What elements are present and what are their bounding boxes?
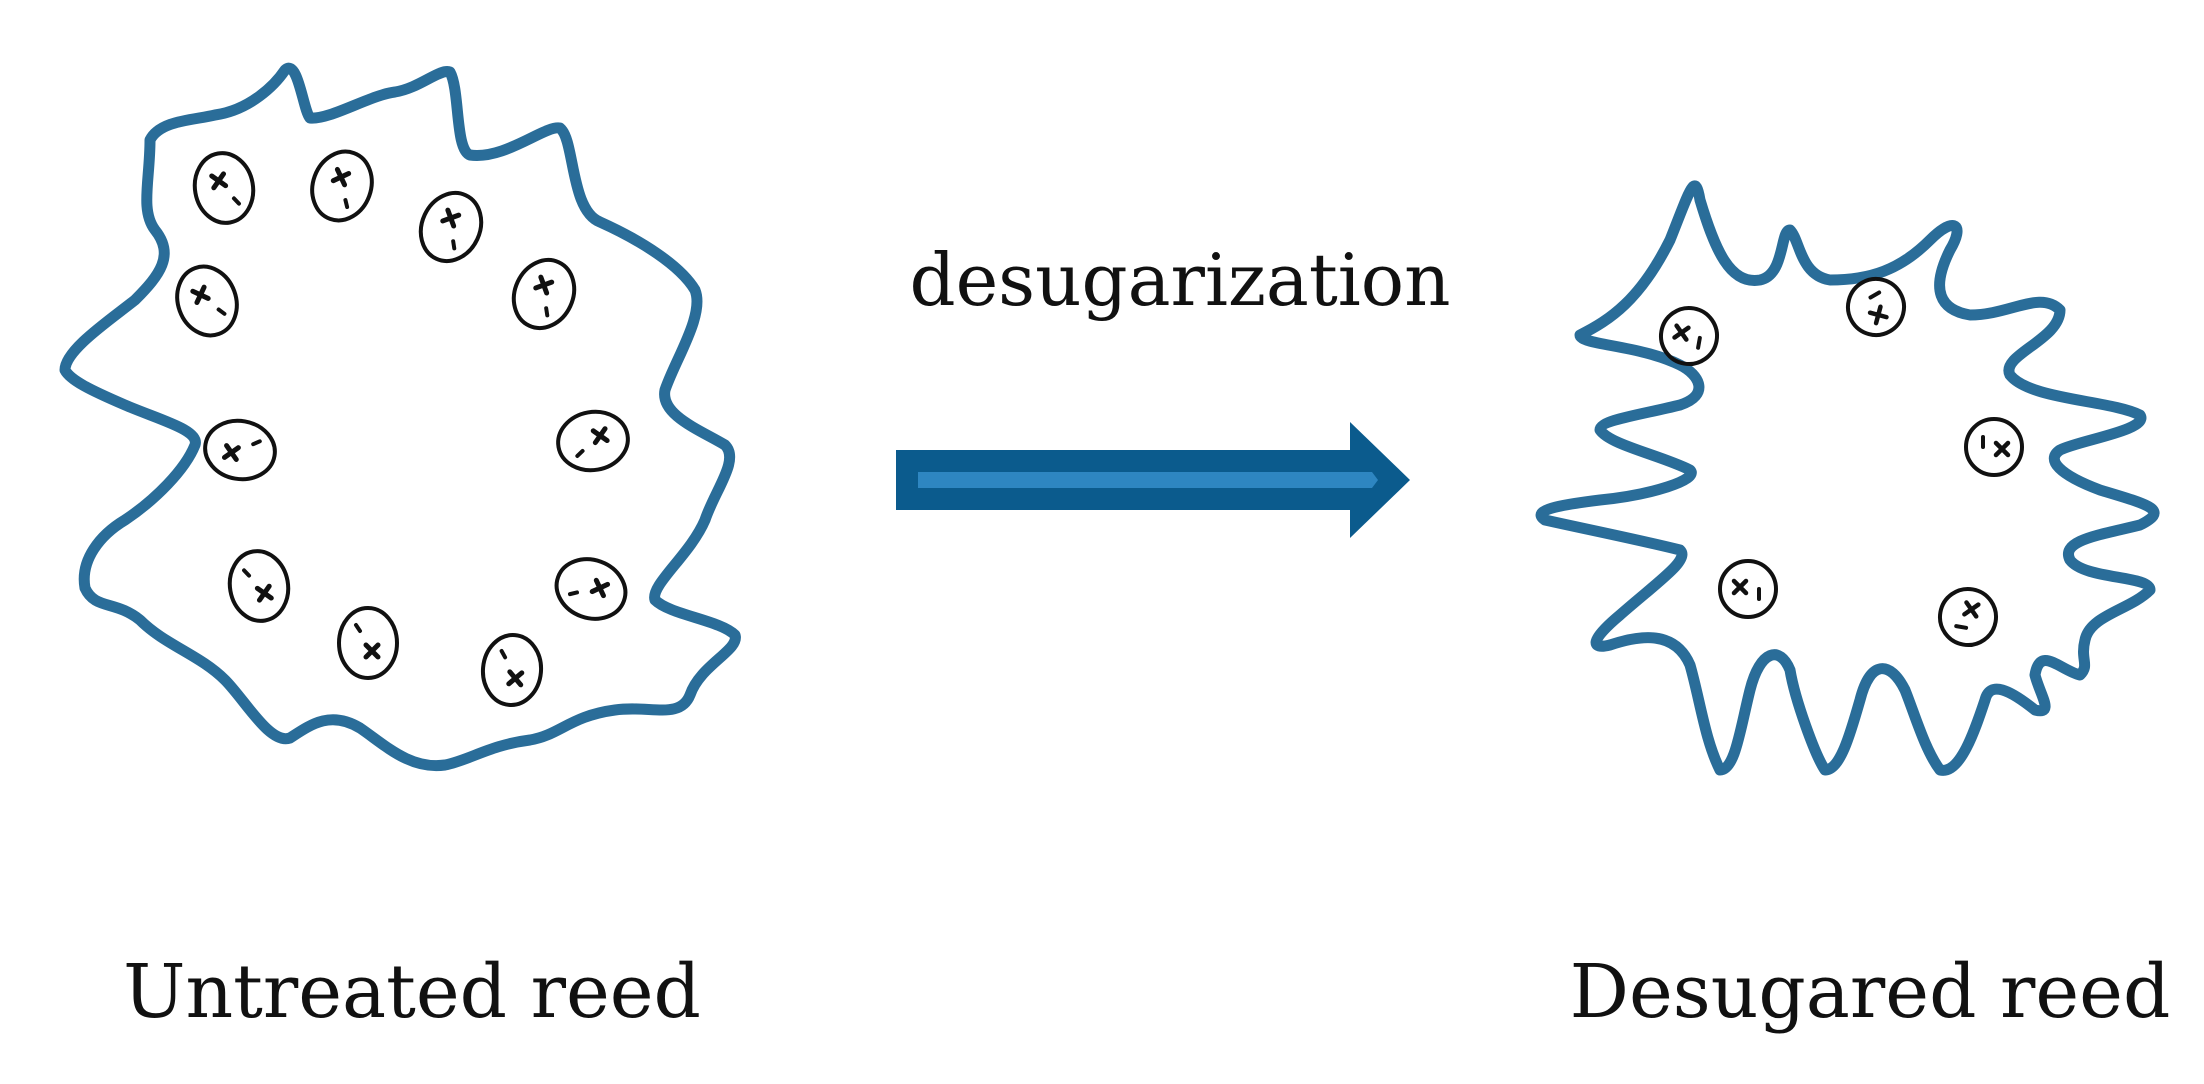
charged-particle xyxy=(200,415,279,484)
charged-particle xyxy=(339,608,397,678)
desugared-reed-outline xyxy=(1535,180,2160,776)
charged-particle xyxy=(303,143,381,229)
desugared-reed-shape xyxy=(1535,180,2160,776)
charged-particle xyxy=(1966,419,2022,475)
charged-particle xyxy=(503,250,585,338)
charged-particle xyxy=(410,183,492,271)
charged-particle xyxy=(480,633,544,708)
charged-particle xyxy=(224,546,293,625)
charged-particle xyxy=(548,550,634,628)
untreated-reed-shape xyxy=(59,62,741,772)
process-label: desugarization xyxy=(909,238,1450,322)
untreated-reed-particles xyxy=(168,143,634,707)
charged-particle xyxy=(1936,585,2001,650)
charged-particle xyxy=(1720,561,1776,617)
desugared-reed-particles xyxy=(1657,269,2022,650)
charged-particle xyxy=(168,258,246,344)
desugared-reed-caption: Desugared reed xyxy=(1570,949,2171,1035)
untreated-reed-outline xyxy=(59,62,741,772)
charged-particle xyxy=(189,148,258,227)
charged-particle xyxy=(553,406,632,475)
untreated-reed-caption: Untreated reed xyxy=(123,949,701,1035)
process-arrow xyxy=(896,422,1410,538)
